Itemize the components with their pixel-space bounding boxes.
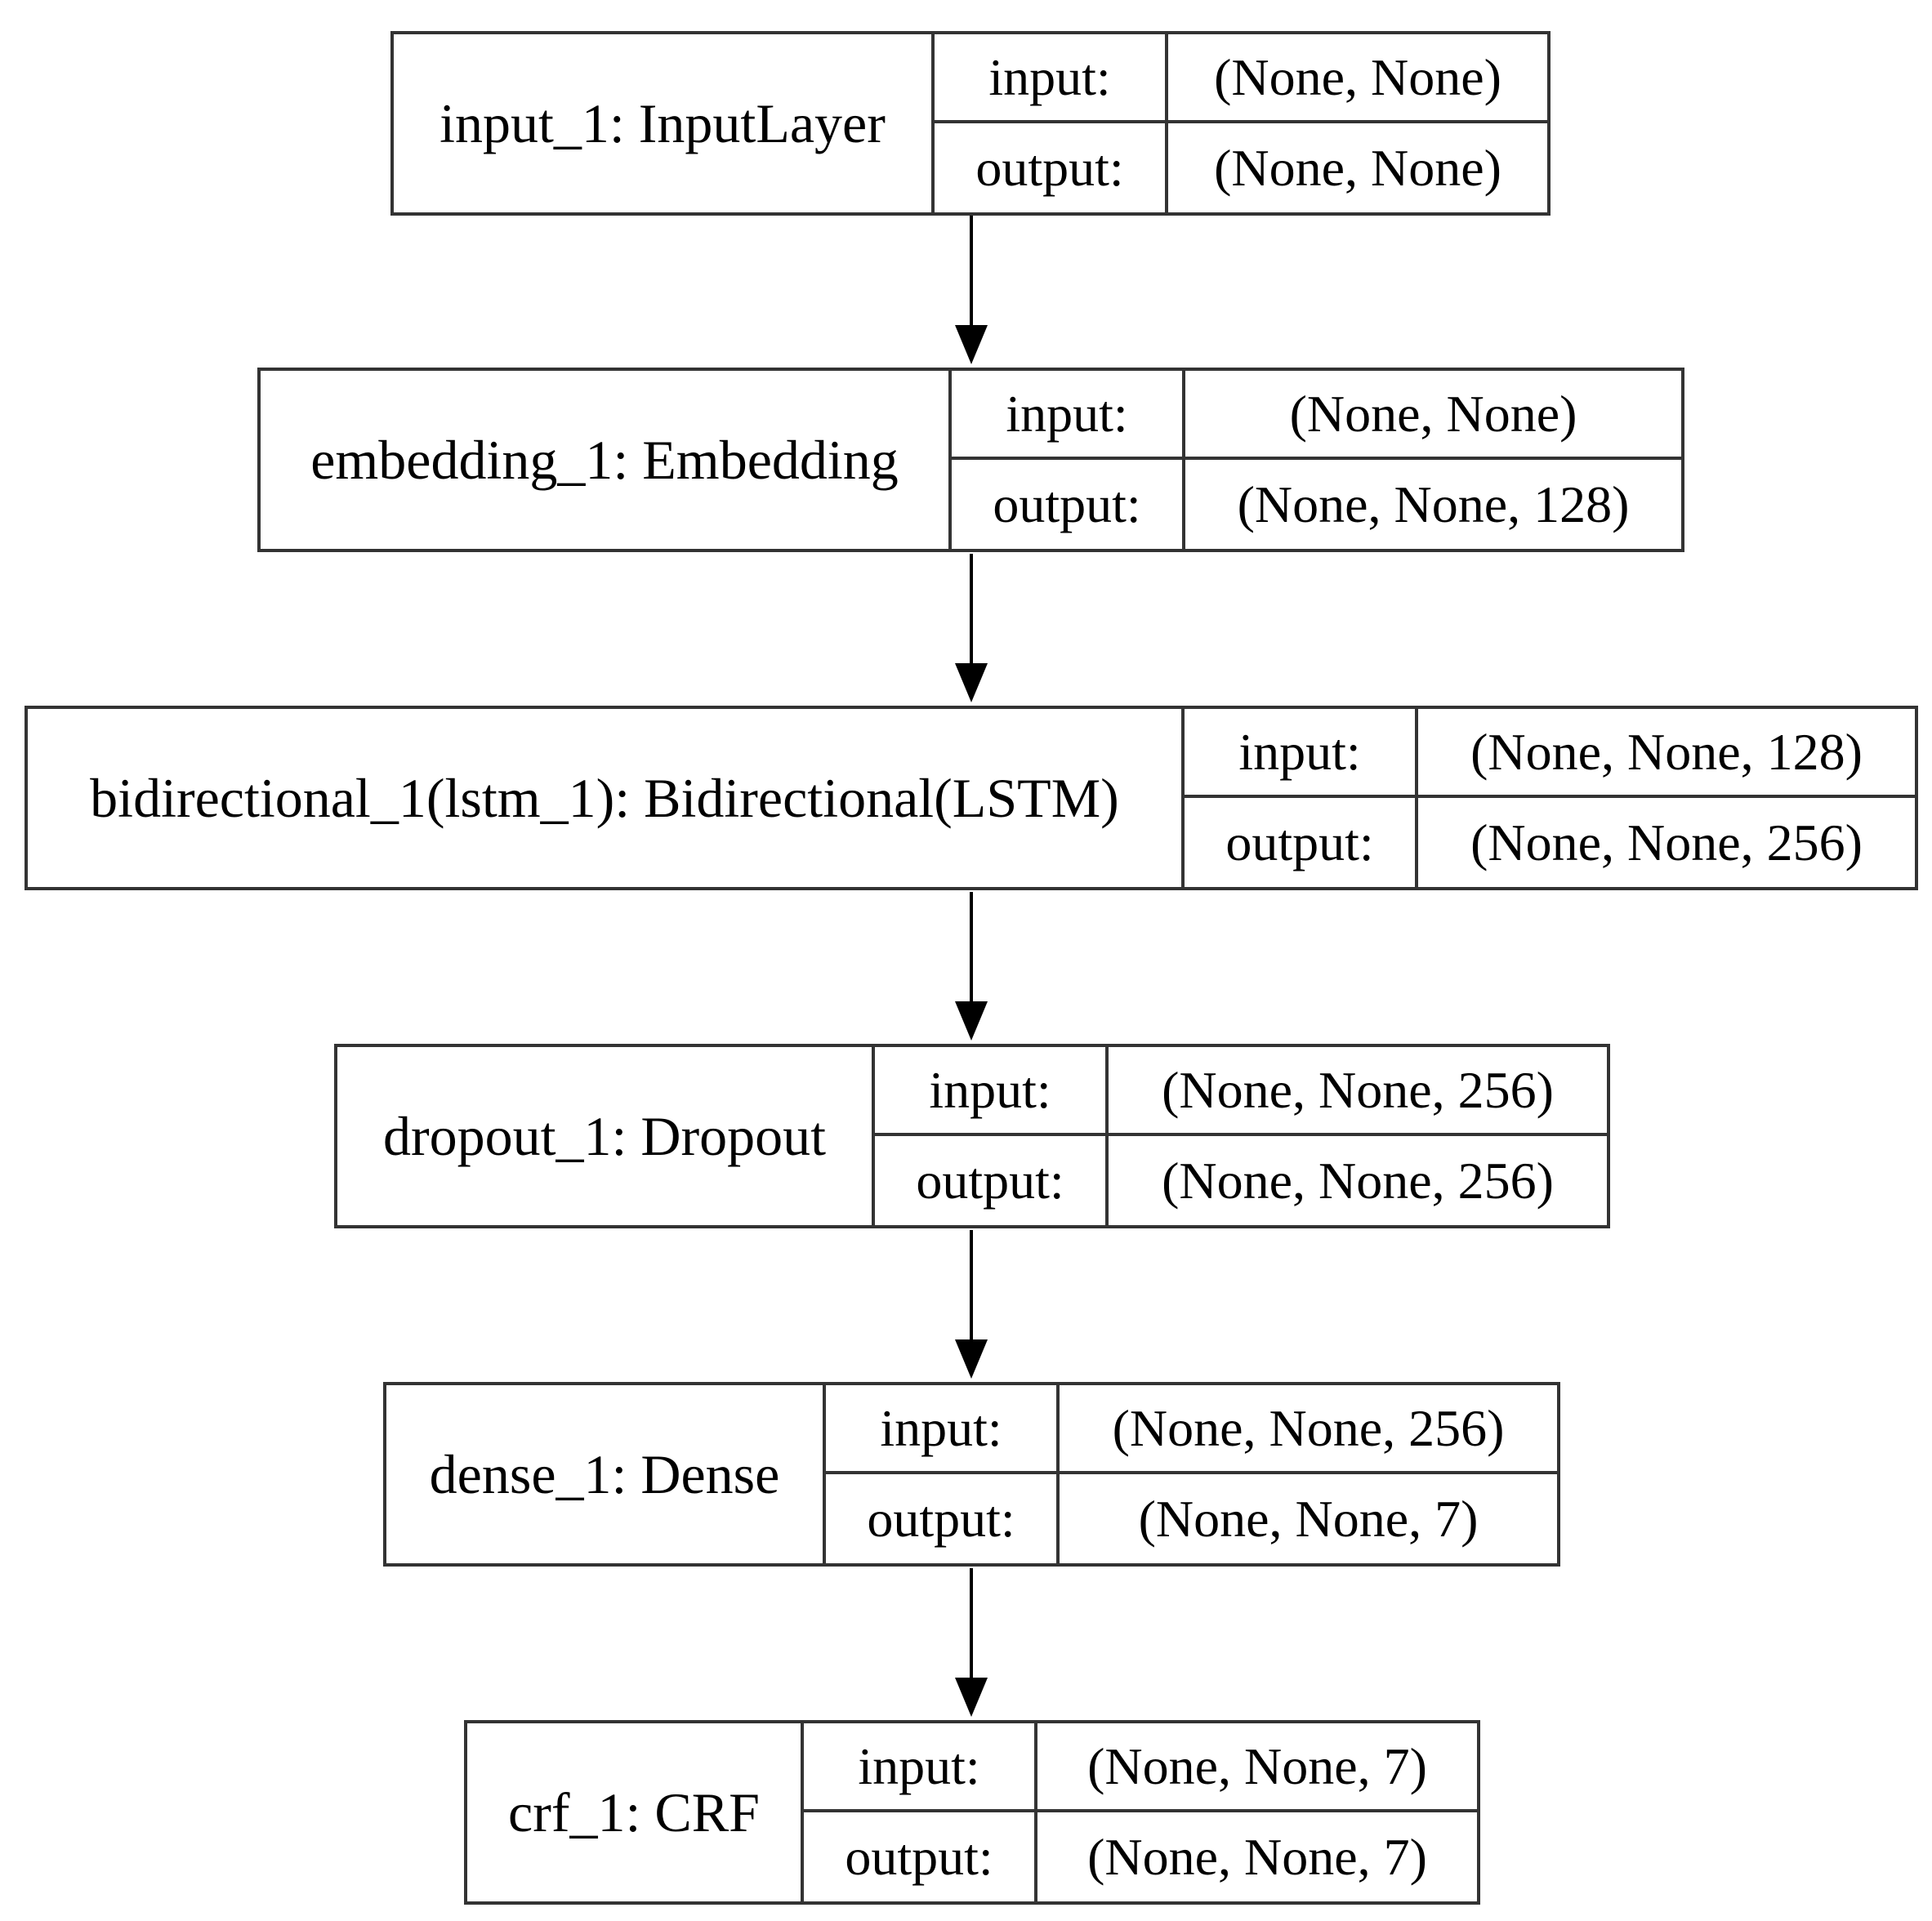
- output-label: output:: [975, 138, 1124, 197]
- edge-dropout-to-dense: [955, 1230, 988, 1379]
- output-shape: (None, None): [1214, 138, 1501, 197]
- output-shape: (None, None, 256): [1162, 1151, 1554, 1210]
- output-label: output:: [1225, 813, 1374, 871]
- io-values: (None, None, 128) (None, None, 256): [1415, 709, 1915, 887]
- layer-name: embedding_1: Embedding: [310, 428, 899, 491]
- io-values: (None, None, 256) (None, None, 7): [1056, 1385, 1557, 1563]
- layer-name: dropout_1: Dropout: [382, 1104, 827, 1167]
- io-values: (None, None) (None, None, 128): [1182, 371, 1681, 549]
- input-shape: (None, None, 256): [1109, 1047, 1607, 1136]
- io-labels: input: output:: [931, 34, 1165, 212]
- edge-input-to-embedding: [955, 216, 988, 364]
- input-shape: (None, None, 128): [1418, 709, 1915, 798]
- output-shape: (None, None, 256): [1470, 813, 1863, 871]
- input-label: input:: [826, 1385, 1056, 1474]
- input-label: input:: [1185, 709, 1415, 798]
- io-labels: input: output:: [872, 1047, 1105, 1225]
- layer-node-crf-1: crf_1: CRF input: output: (None, None, 7…: [464, 1720, 1480, 1905]
- io-values: (None, None, 256) (None, None, 256): [1105, 1047, 1607, 1225]
- edge-embedding-to-bidirectional: [955, 554, 988, 702]
- input-label: input:: [875, 1047, 1105, 1136]
- output-shape: (None, None, 7): [1138, 1489, 1479, 1548]
- io-values: (None, None) (None, None): [1165, 34, 1547, 212]
- layer-node-input-1: input_1: InputLayer input: output: (None…: [390, 31, 1551, 216]
- layer-name: bidirectional_1(lstm_1): Bidirectional(L…: [90, 766, 1119, 829]
- output-label: output:: [867, 1489, 1015, 1548]
- layer-name: crf_1: CRF: [508, 1781, 760, 1843]
- output-shape: (None, None, 128): [1237, 475, 1630, 533]
- io-labels: input: output:: [801, 1723, 1034, 1901]
- io-values: (None, None, 7) (None, None, 7): [1034, 1723, 1477, 1901]
- input-shape: (None, None): [1168, 34, 1547, 123]
- input-shape: (None, None): [1185, 371, 1681, 460]
- edge-dense-to-crf: [955, 1568, 988, 1717]
- layer-node-bidirectional-1: bidirectional_1(lstm_1): Bidirectional(L…: [25, 706, 1918, 890]
- layer-node-dense-1: dense_1: Dense input: output: (None, Non…: [383, 1382, 1560, 1567]
- input-label: input:: [804, 1723, 1034, 1812]
- layer-name: dense_1: Dense: [429, 1442, 780, 1505]
- output-label: output:: [916, 1151, 1064, 1210]
- input-label: input:: [935, 34, 1165, 123]
- io-labels: input: output:: [823, 1385, 1056, 1563]
- layer-name: input_1: InputLayer: [439, 91, 886, 154]
- io-labels: input: output:: [948, 371, 1182, 549]
- input-label: input:: [952, 371, 1182, 460]
- input-shape: (None, None, 256): [1060, 1385, 1557, 1474]
- edge-bidirectional-to-dropout: [955, 892, 988, 1041]
- input-shape: (None, None, 7): [1037, 1723, 1477, 1812]
- layer-node-dropout-1: dropout_1: Dropout input: output: (None,…: [334, 1044, 1610, 1228]
- output-shape: (None, None, 7): [1087, 1827, 1427, 1886]
- io-labels: input: output:: [1181, 709, 1415, 887]
- output-label: output:: [845, 1827, 993, 1886]
- output-label: output:: [993, 475, 1141, 533]
- layer-node-embedding-1: embedding_1: Embedding input: output: (N…: [257, 368, 1684, 552]
